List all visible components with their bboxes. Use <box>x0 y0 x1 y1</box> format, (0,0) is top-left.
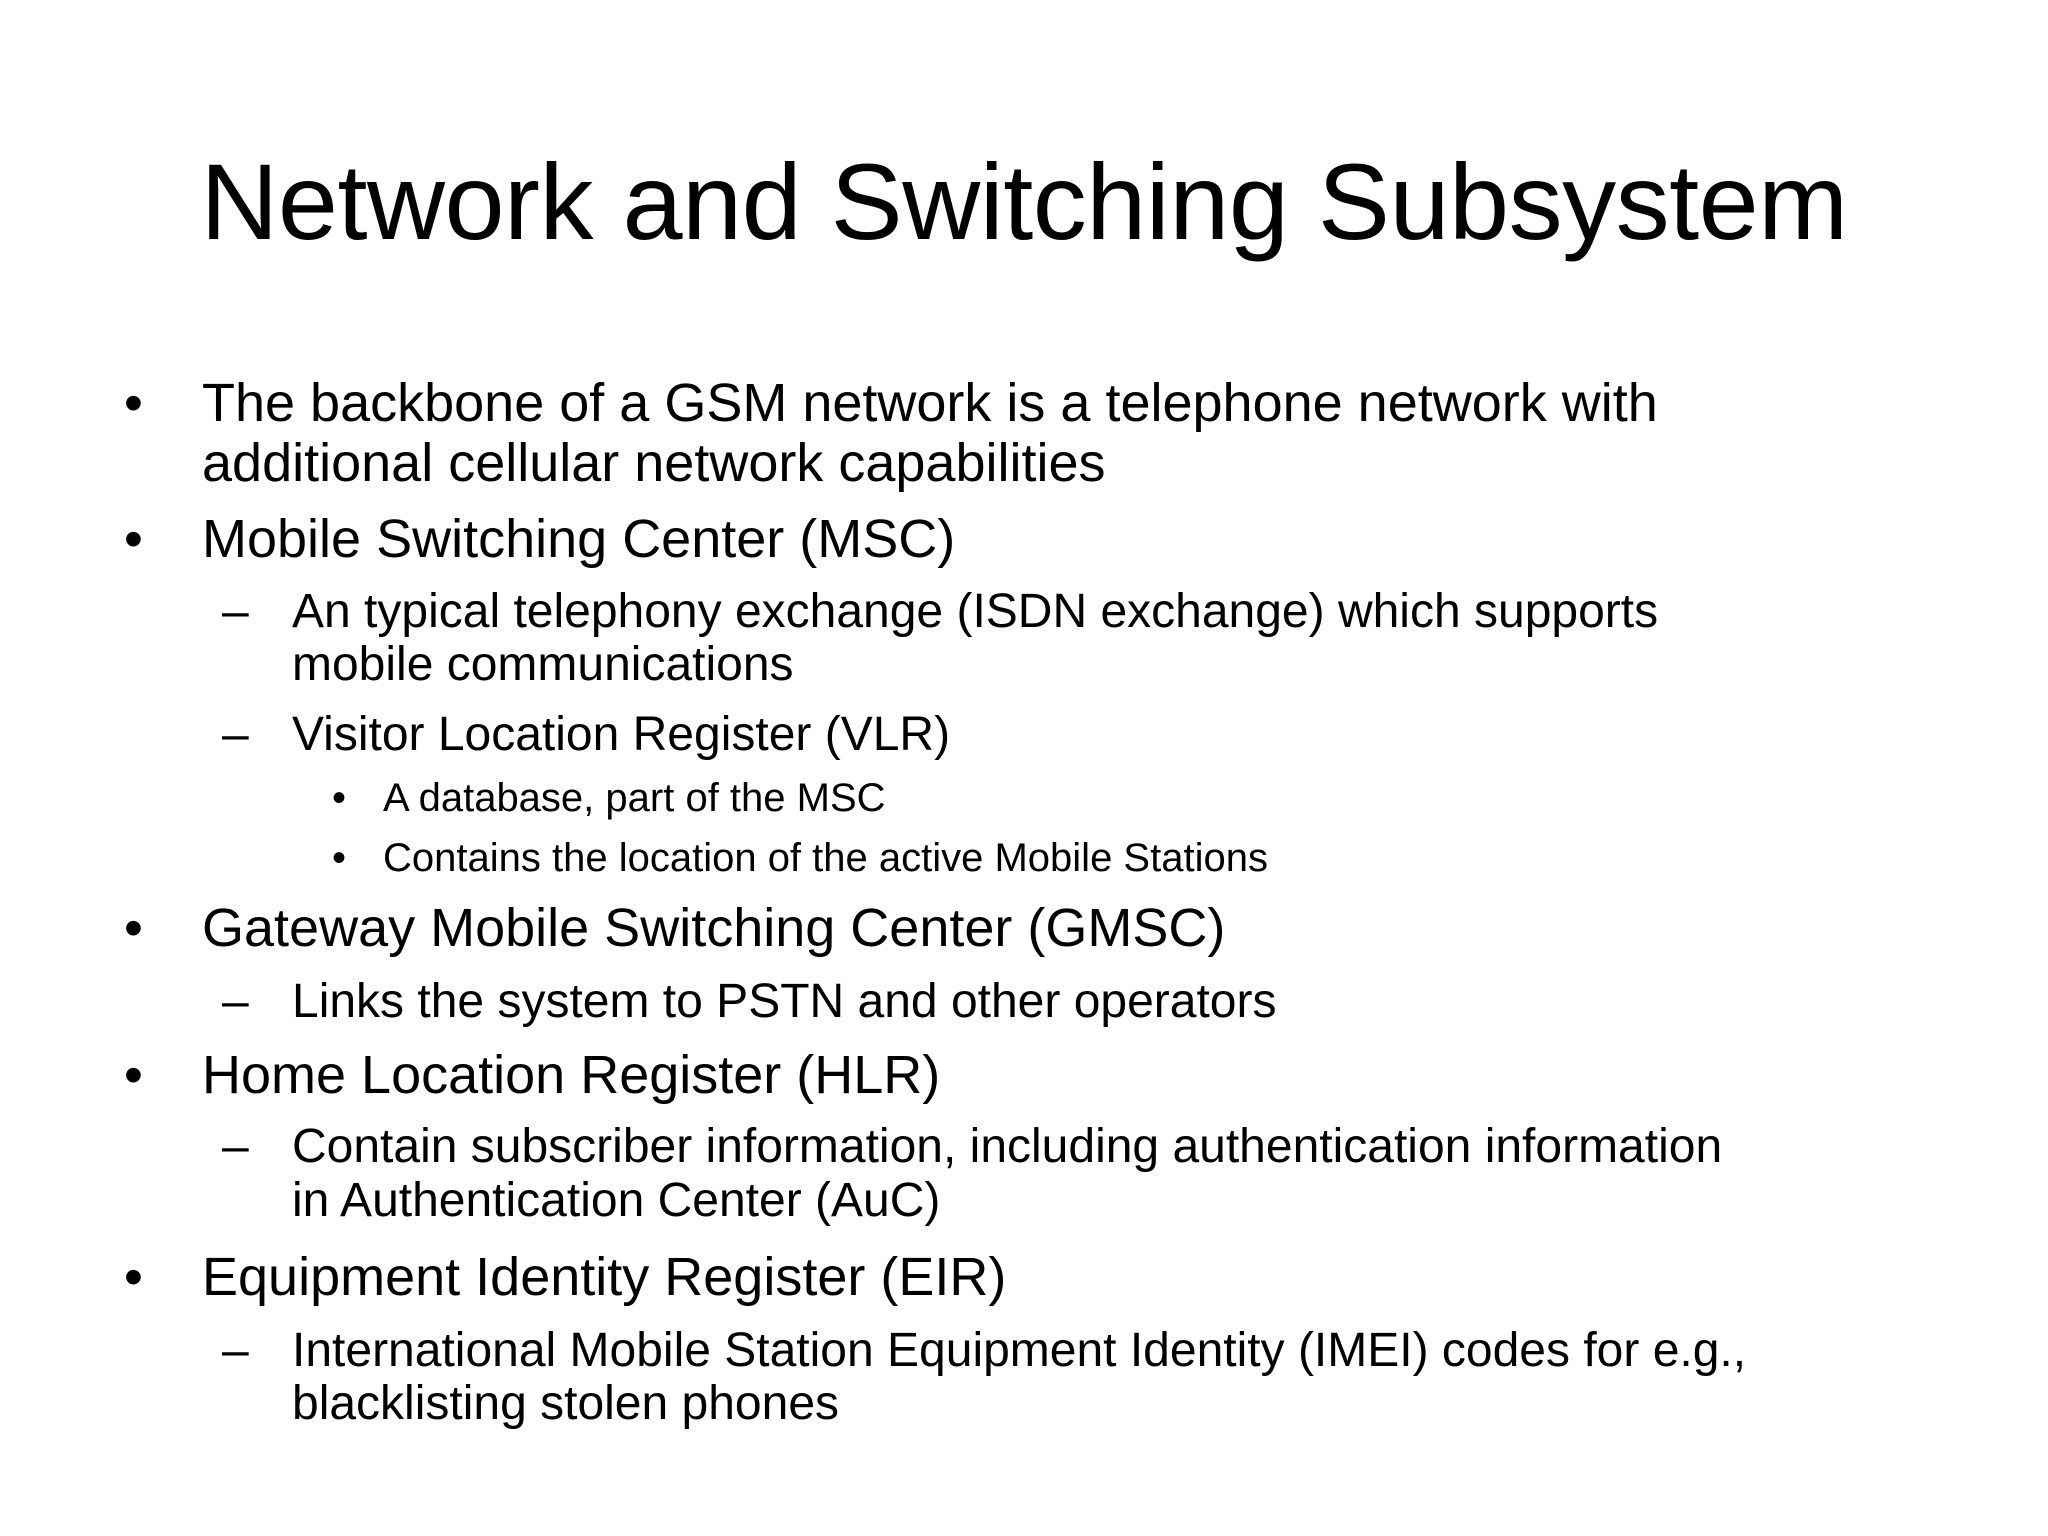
sub-sub-bullet-text: A database, part of the MSC <box>383 776 886 820</box>
bullet-marker: • <box>124 898 143 958</box>
sub-sub-bullet-text: Contains the location of the active Mobi… <box>383 836 1268 880</box>
bullet-marker: • <box>124 373 143 433</box>
bullet-marker: • <box>332 776 347 820</box>
bullet-text: Home Location Register (HLR) <box>202 1045 941 1105</box>
sub-bullet-text: mobile communications <box>292 638 794 691</box>
sub-bullet-text: in Authentication Center (AuC) <box>292 1174 941 1227</box>
bullet-text: Mobile Switching Center (MSC) <box>202 509 956 569</box>
bullet-text: Gateway Mobile Switching Center (GMSC) <box>202 898 1226 958</box>
slide-title: Network and Switching Subsystem <box>200 141 1848 262</box>
bullet-text: Equipment Identity Register (EIR) <box>202 1247 1007 1307</box>
sub-bullet-text: Contain subscriber information, includin… <box>292 1120 1723 1173</box>
dash-marker: – <box>222 708 249 761</box>
bullet-marker: • <box>124 1247 143 1307</box>
sub-bullet-text: International Mobile Station Equipment I… <box>292 1324 1747 1377</box>
bullet-text: additional cellular network capabilities <box>202 433 1106 493</box>
sub-bullet-text: blacklisting stolen phones <box>292 1377 840 1430</box>
dash-marker: – <box>222 585 249 638</box>
bullet-text: The backbone of a GSM network is a telep… <box>202 373 1658 433</box>
bullet-marker: • <box>332 836 347 880</box>
sub-bullet-text: Visitor Location Register (VLR) <box>292 708 951 761</box>
dash-marker: – <box>222 975 249 1028</box>
sub-bullet-text: An typical telephony exchange (ISDN exch… <box>292 585 1659 638</box>
bullet-marker: • <box>124 1045 143 1105</box>
sub-bullet-text: Links the system to PSTN and other opera… <box>292 975 1277 1028</box>
dash-marker: – <box>222 1120 249 1173</box>
bullet-marker: • <box>124 509 143 569</box>
dash-marker: – <box>222 1324 249 1377</box>
